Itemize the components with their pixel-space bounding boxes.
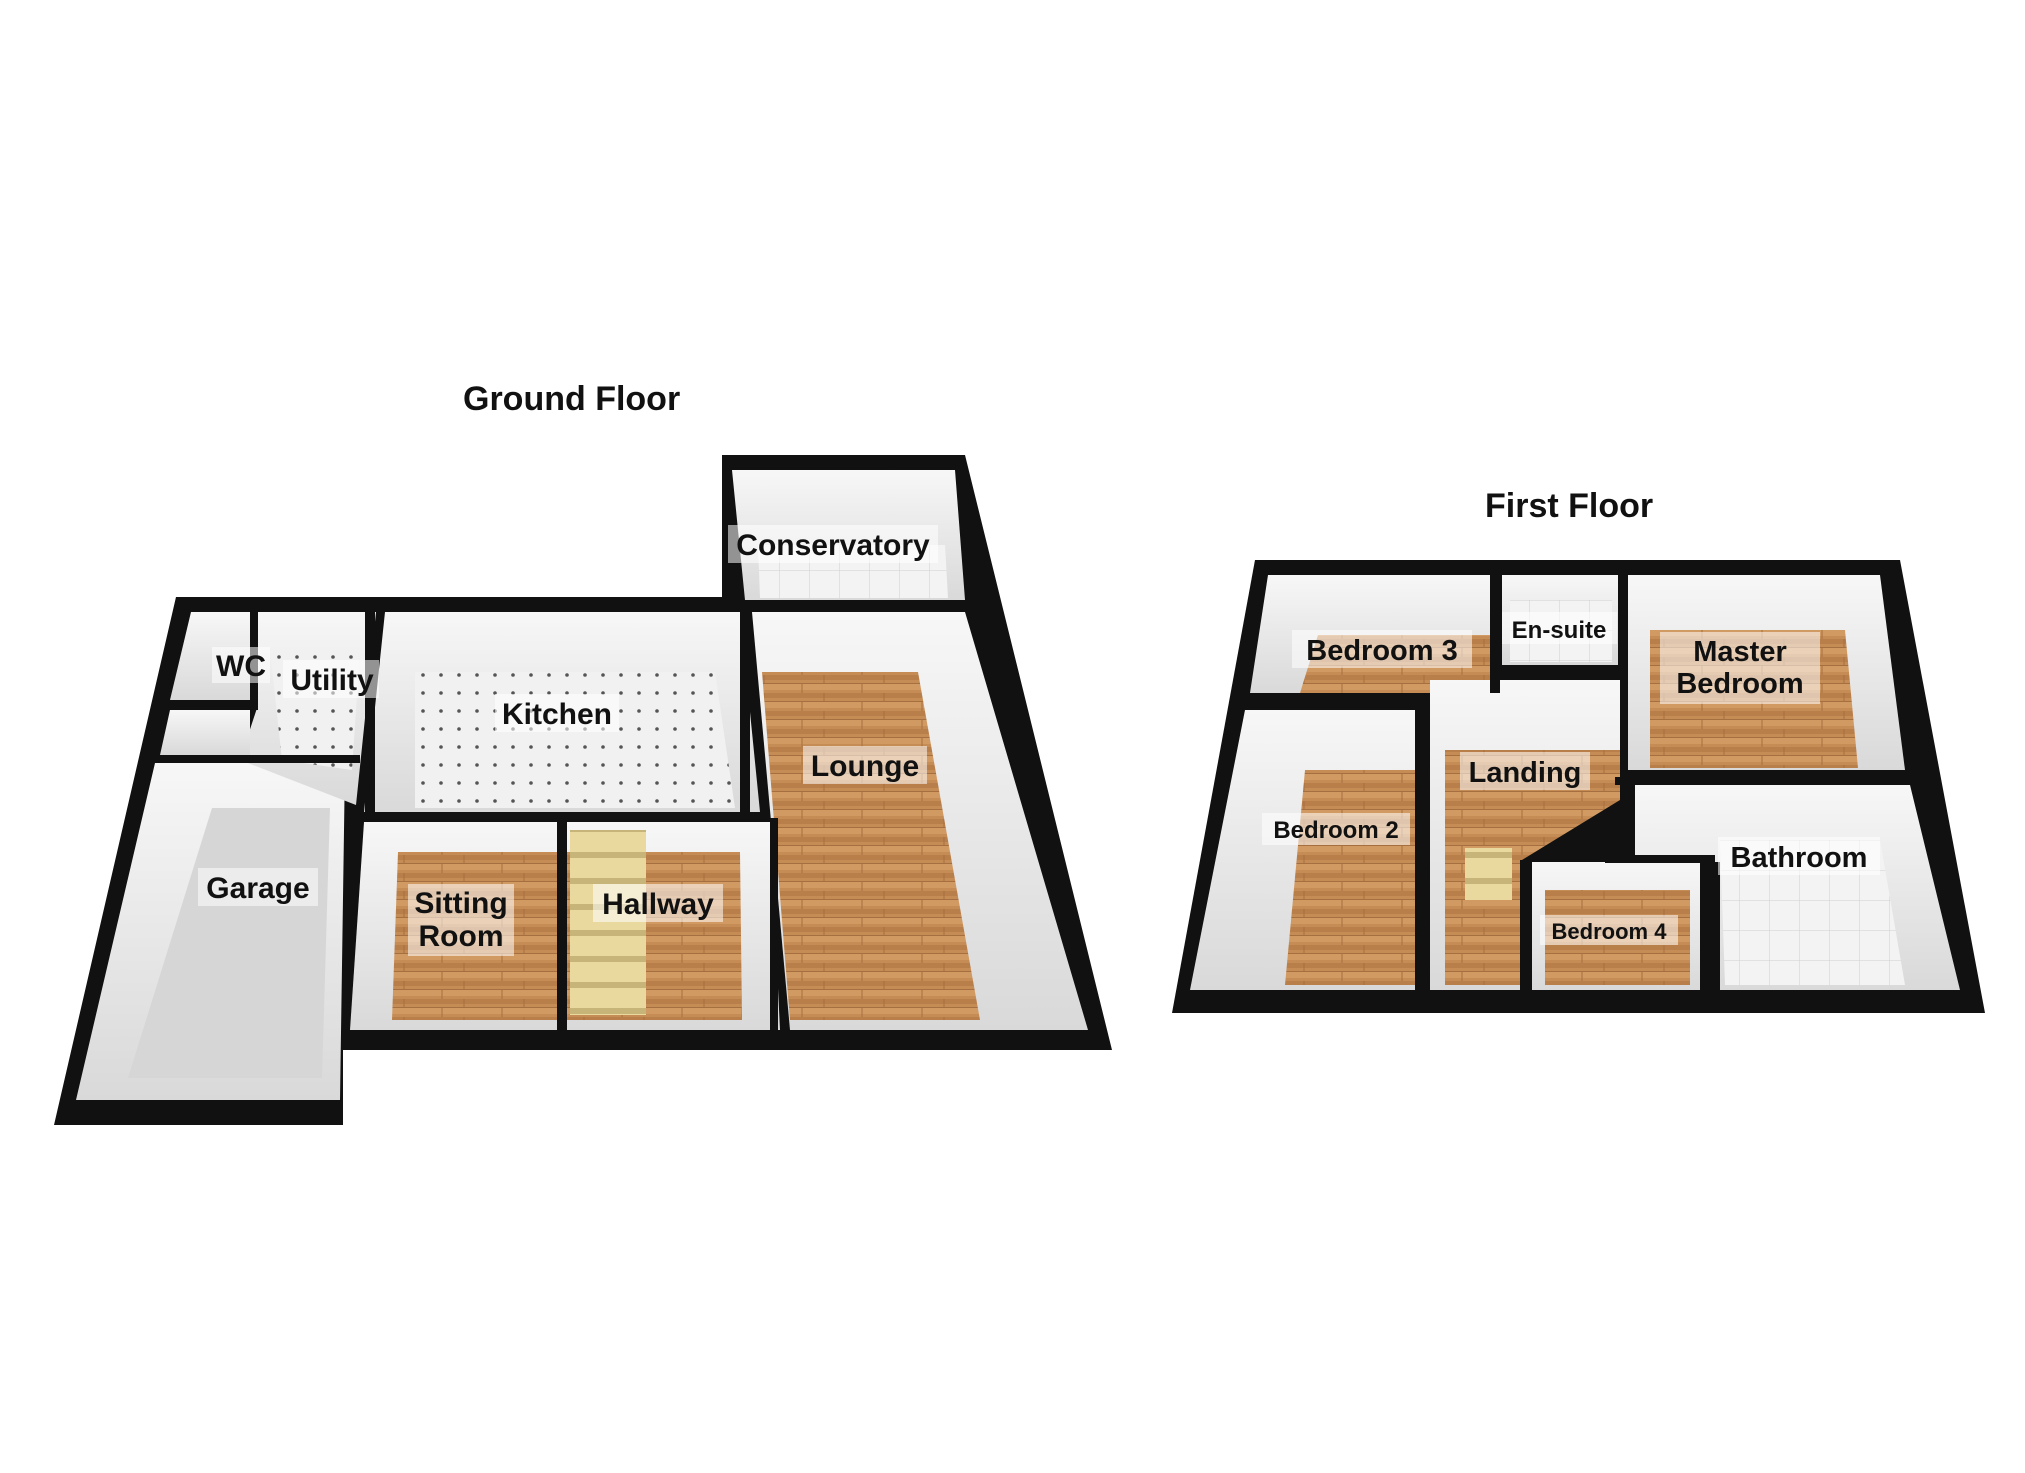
label-lounge: Lounge [803,746,927,784]
svg-text:Lounge: Lounge [811,750,919,783]
svg-text:En-suite: En-suite [1512,617,1607,644]
label-utility: Utility [283,660,379,698]
label-en-suite: En-suite [1502,612,1617,644]
first-floor-interior-walls [1250,568,1915,990]
svg-text:Bedroom: Bedroom [1676,668,1803,700]
svg-text:Hallway: Hallway [602,888,714,921]
label-wc: WC [212,647,270,683]
staircase [570,830,646,1015]
svg-text:Landing: Landing [1469,757,1582,789]
svg-text:Master: Master [1693,636,1787,668]
hall-passage [160,710,250,755]
svg-text:Conservatory: Conservatory [736,529,930,562]
svg-text:Bedroom 4: Bedroom 4 [1552,919,1668,944]
svg-text:Bedroom 2: Bedroom 2 [1273,817,1398,844]
bathroom [1635,785,1960,990]
label-kitchen: Kitchen [495,694,619,732]
label-bedroom-4: Bedroom 4 [1540,915,1678,945]
label-bathroom: Bathroom [1718,837,1880,875]
label-conservatory: Conservatory [728,525,938,563]
ground-floor-title: Ground Floor [463,380,680,418]
svg-text:Bedroom 3: Bedroom 3 [1306,635,1457,667]
svg-text:Room: Room [419,920,504,953]
label-master-bedroom: Master Bedroom [1660,632,1820,704]
svg-text:Sitting: Sitting [414,887,507,920]
ground-floor: Ground Floor [54,380,1112,1125]
svg-text:WC: WC [216,650,266,683]
label-hallway: Hallway [593,884,723,922]
label-garage: Garage [198,868,318,906]
garage [76,763,345,1100]
svg-text:Garage: Garage [206,872,309,905]
hallway [567,822,780,1030]
svg-text:Bathroom: Bathroom [1731,842,1868,874]
label-bedroom-3: Bedroom 3 [1292,630,1472,668]
first-floor-title: First Floor [1485,487,1653,525]
landing-staircase [1465,848,1512,900]
svg-text:Utility: Utility [290,664,374,697]
label-sitting-room: Sitting Room [408,884,514,956]
label-bedroom-2: Bedroom 2 [1262,813,1410,845]
label-landing: Landing [1460,752,1590,790]
first-floor: First Floor [1172,487,1985,1013]
svg-text:Kitchen: Kitchen [502,698,612,731]
